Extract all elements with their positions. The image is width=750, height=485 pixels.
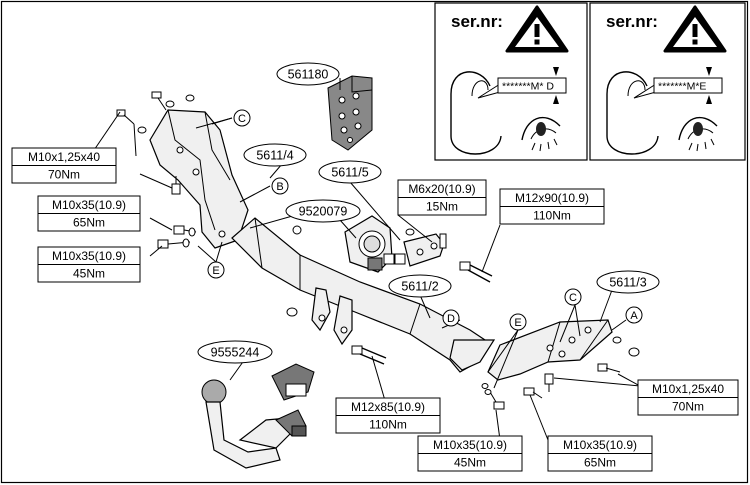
svg-text:B: B xyxy=(276,181,283,193)
serial-label-1: ser.nr: xyxy=(451,12,503,31)
callout-e-right: E xyxy=(509,313,527,331)
part-label-tow-ball: 9555244 xyxy=(197,340,273,364)
part-label-bracket-right: 5611/3 xyxy=(596,270,660,294)
torque-value: 65Nm xyxy=(584,456,616,470)
part-label-bracket-left: 5611/4 xyxy=(243,143,307,167)
tow-ball-drawing xyxy=(201,363,315,469)
torque-bolt: M10x35(10.9) xyxy=(52,198,126,212)
warning-panel-2: ser.nr: *******M*E xyxy=(589,2,746,161)
svg-text:D: D xyxy=(447,313,455,325)
torque-value: 45Nm xyxy=(454,456,486,470)
warning-panel-1: ser.nr: *******M* D xyxy=(434,2,588,161)
svg-text:561180: 561180 xyxy=(288,68,329,82)
torque-spec-3: M10x35(10.9) 45Nm xyxy=(37,246,141,283)
crossbar-drawing xyxy=(231,214,496,373)
warning-triangle-icon xyxy=(663,5,727,53)
torque-value: 110Nm xyxy=(369,418,407,432)
part-label-socket-plate: 9520079 xyxy=(285,199,361,223)
eye-icon xyxy=(678,116,718,152)
torque-spec-9: M10x35(10.9) 65Nm xyxy=(547,435,653,472)
svg-text:5611/5: 5611/5 xyxy=(331,166,368,180)
left-bolts xyxy=(116,91,197,249)
long-bolt-m12x90 xyxy=(459,261,493,283)
svg-text:9555244: 9555244 xyxy=(211,346,260,360)
right-bolts xyxy=(481,336,640,410)
torque-spec-7: M12x85(10.9) 110Nm xyxy=(335,397,441,434)
nut xyxy=(286,307,298,317)
serial-plate-1 xyxy=(497,77,567,94)
torque-bolt: M10x35(10.9) xyxy=(52,249,126,263)
eye-icon xyxy=(521,116,561,152)
torque-spec-5: M12x90(10.9) 110Nm xyxy=(499,188,605,225)
long-bolt-m12x85 xyxy=(351,345,387,365)
callout-d: D xyxy=(442,309,460,327)
callout-b: B xyxy=(271,177,289,195)
leader-lines xyxy=(89,78,641,441)
torque-spec-2: M10x35(10.9) 65Nm xyxy=(37,195,141,232)
serial-plate-text-2: *******M*E xyxy=(658,81,706,93)
svg-text:5611/3: 5611/3 xyxy=(609,276,646,290)
callout-a: A xyxy=(625,306,643,324)
svg-text:E: E xyxy=(212,265,219,277)
part-label-plate: 561180 xyxy=(276,62,340,86)
torque-spec-6: M10x1,25x40 70Nm xyxy=(637,379,739,416)
towbar-loop-outline-2 xyxy=(606,71,659,155)
torque-spec-1: M10x1,25x40 70Nm xyxy=(11,147,117,184)
part-label-crossbar: 5611/2 xyxy=(388,274,452,298)
svg-text:5611/4: 5611/4 xyxy=(256,149,293,163)
torque-value: 110Nm xyxy=(533,209,571,223)
svg-text:5611/2: 5611/2 xyxy=(401,280,438,294)
callout-e-left: E xyxy=(207,261,225,279)
small-bracket-drawing xyxy=(403,228,447,267)
serial-label-2: ser.nr: xyxy=(606,12,658,31)
torque-value: 45Nm xyxy=(73,267,105,281)
warning-triangle-icon xyxy=(505,5,569,53)
svg-text:C: C xyxy=(238,113,246,125)
torque-spec-4: M6x20(10.9) 15Nm xyxy=(397,179,487,216)
callout-c-left: C xyxy=(233,109,251,127)
part-label-bracket-small: 5611/5 xyxy=(318,160,382,184)
torque-spec-8: M10x35(10.9) 45Nm xyxy=(417,435,523,472)
socket-plate-drawing xyxy=(344,215,406,273)
torque-value: 65Nm xyxy=(73,216,105,230)
torque-bolt: M10x35(10.9) xyxy=(433,438,507,452)
svg-text:E: E xyxy=(514,317,521,329)
right-bracket-drawing xyxy=(487,319,613,381)
svg-text:C: C xyxy=(569,292,577,304)
torque-bolt: M10x1,25x40 xyxy=(28,150,100,164)
torque-value: 70Nm xyxy=(672,400,704,414)
svg-text:A: A xyxy=(630,310,638,322)
nut xyxy=(292,225,302,235)
towbar-loop-outline-1 xyxy=(450,71,502,155)
mounting-plate-drawing xyxy=(327,75,373,151)
torque-bolt: M12x90(10.9) xyxy=(515,191,589,205)
torque-value: 15Nm xyxy=(426,200,458,214)
torque-bolt: M10x35(10.9) xyxy=(563,438,637,452)
callout-c-right: C xyxy=(564,288,582,306)
svg-text:9520079: 9520079 xyxy=(299,205,348,219)
serial-plate-text-1: *******M* D xyxy=(502,81,554,93)
torque-bolt: M6x20(10.9) xyxy=(408,182,475,196)
left-bracket-drawing xyxy=(149,109,249,249)
torque-bolt: M10x1,25x40 xyxy=(652,382,724,396)
torque-value: 70Nm xyxy=(48,168,80,182)
torque-bolt: M12x85(10.9) xyxy=(351,400,425,414)
serial-plate-2 xyxy=(653,77,723,94)
